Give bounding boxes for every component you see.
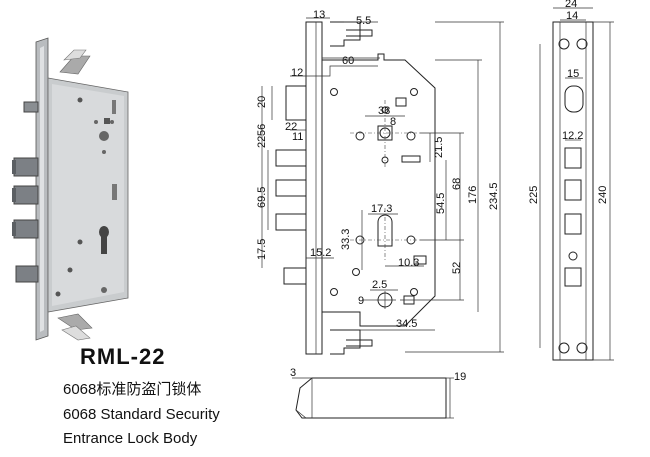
dim-15-2: 15.2 — [310, 247, 331, 259]
dim-17-5: 17.5 — [256, 239, 268, 260]
dim-56: 56 — [256, 124, 268, 136]
model-number: RML-22 — [80, 344, 166, 369]
dim-33-3: 33.3 — [340, 229, 352, 250]
dim-17-3: 17.3 — [371, 203, 392, 215]
dim-54-5: 54.5 — [435, 193, 447, 214]
caption-english-line2: Entrance Lock Body — [63, 430, 198, 447]
faceplate-view — [539, 7, 614, 361]
dim-176: 176 — [467, 186, 479, 204]
dim-13: 13 — [313, 9, 325, 21]
dim-11: 11 — [292, 131, 303, 143]
dim-24: 24 — [565, 0, 577, 10]
dim-38: 38 — [378, 105, 390, 117]
dim-14: 14 — [566, 10, 578, 22]
dim-60: 60 — [342, 55, 354, 67]
bolt-profile-view — [292, 377, 454, 419]
dim-22-left: 22 — [256, 136, 268, 148]
caption-chinese: 6068标准防盗门锁体 — [63, 381, 202, 398]
dim-240: 240 — [597, 186, 609, 204]
dim-10-3: 10.3 — [398, 257, 419, 269]
dim-19: 19 — [454, 371, 466, 383]
dim-3: 3 — [290, 367, 296, 379]
dim-2-5: 2.5 — [372, 279, 387, 291]
caption-english-line1: 6068 Standard Security — [63, 406, 220, 423]
dim-5-5: 5.5 — [356, 15, 371, 27]
dim-68: 68 — [451, 178, 463, 190]
dimension-labels: 13 5.5 60 12 20 56 22 22 11 38 8 21.5 69… — [256, 0, 609, 383]
dim-52: 52 — [451, 262, 463, 274]
dim-8: 8 — [390, 116, 396, 128]
dim-225: 225 — [528, 186, 540, 204]
dim-9: 9 — [358, 295, 364, 307]
dim-12-2: 12.2 — [562, 130, 583, 142]
dim-12: 12 — [291, 67, 303, 79]
dim-34-5: 34.5 — [396, 318, 417, 330]
dim-234-5: 234.5 — [488, 182, 500, 210]
dim-15: 15 — [567, 68, 579, 80]
dim-22-top: 22 — [285, 121, 297, 133]
dim-20: 20 — [256, 96, 268, 108]
front-view-drawing — [261, 17, 504, 355]
dim-69-5: 69.5 — [256, 187, 268, 208]
deadbolt-stack — [12, 157, 39, 283]
lock-body-photo — [12, 37, 129, 341]
dim-21-5: 21.5 — [433, 137, 445, 158]
